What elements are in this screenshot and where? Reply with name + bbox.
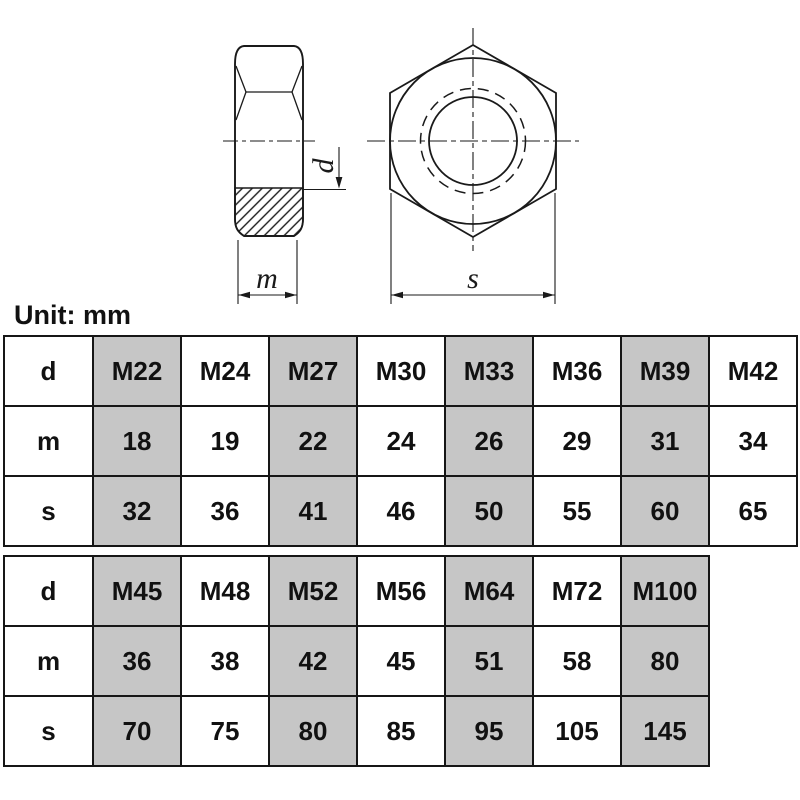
row-header-cell: m — [3, 405, 94, 477]
table-row: s 32 36 41 46 50 55 60 65 — [3, 475, 798, 547]
table-cell: 95 — [444, 695, 534, 767]
dimension-s: s — [390, 193, 556, 304]
table-cell: M27 — [268, 335, 358, 407]
table-cell: 65 — [708, 475, 798, 547]
table-cell: 51 — [444, 625, 534, 697]
d-arrowhead-icon — [335, 177, 343, 189]
table-cell: 31 — [620, 405, 710, 477]
row-header-cell: m — [3, 625, 94, 697]
table-cell: 105 — [532, 695, 622, 767]
row-header-cell: d — [3, 335, 94, 407]
m-label: m — [256, 262, 278, 295]
table-cell: M39 — [620, 335, 710, 407]
table-cell: 41 — [268, 475, 358, 547]
table-cell: M36 — [532, 335, 622, 407]
table-cell: M64 — [444, 555, 534, 627]
spec-table-2: d M45 M48 M52 M56 M64 M72 M100 m 36 38 4… — [3, 555, 710, 767]
table-row: s 70 75 80 85 95 105 145 — [3, 695, 710, 767]
table-row: m 18 19 22 24 26 29 31 34 — [3, 405, 798, 477]
table-cell: 80 — [268, 695, 358, 767]
table-cell: 24 — [356, 405, 446, 477]
table-cell: M56 — [356, 555, 446, 627]
table-cell: M52 — [268, 555, 358, 627]
table-cell: 145 — [620, 695, 710, 767]
table-cell: M45 — [92, 555, 182, 627]
table-cell: 36 — [92, 625, 182, 697]
front-view — [367, 28, 579, 251]
table-cell: 32 — [92, 475, 182, 547]
m-extension-lines — [237, 240, 298, 304]
table-cell: 34 — [708, 405, 798, 477]
table-cell: M72 — [532, 555, 622, 627]
table-cell: 75 — [180, 695, 270, 767]
table-cell: 29 — [532, 405, 622, 477]
dimension-d: d — [303, 147, 346, 191]
s-extension-lines — [390, 193, 556, 304]
chamfer-circle — [389, 57, 557, 225]
table-cell: M30 — [356, 335, 446, 407]
hexagon-outline — [389, 43, 557, 239]
table-cell: 45 — [356, 625, 446, 697]
table-cell: 22 — [268, 405, 358, 477]
table-row: d M22 M24 M27 M30 M33 M36 M39 M42 — [3, 335, 798, 407]
row-header-cell: s — [3, 475, 94, 547]
section-hatch — [234, 187, 304, 237]
s-arrowhead-right-icon — [543, 291, 555, 299]
table-row: d M45 M48 M52 M56 M64 M72 M100 — [3, 555, 710, 627]
table-cell: 26 — [444, 405, 534, 477]
side-view — [223, 45, 315, 237]
m-arrowhead-right-icon — [285, 291, 297, 299]
table-cell: M100 — [620, 555, 710, 627]
table-cell: 46 — [356, 475, 446, 547]
row-header-cell: s — [3, 695, 94, 767]
d-label: d — [307, 158, 340, 174]
chamfer-lines — [235, 65, 303, 121]
dimension-m: m — [237, 240, 298, 304]
m-arrowhead-left-icon — [238, 291, 250, 299]
thread-circle-dashed — [419, 87, 527, 195]
table-cell: 58 — [532, 625, 622, 697]
unit-label: Unit: mm — [14, 300, 131, 330]
spec-table-1: d M22 M24 M27 M30 M33 M36 M39 M42 m 18 1… — [3, 335, 798, 547]
s-label: s — [467, 262, 479, 295]
table-cell: 42 — [268, 625, 358, 697]
table-cell: M33 — [444, 335, 534, 407]
hole-circle — [428, 96, 518, 186]
table-cell: 70 — [92, 695, 182, 767]
table-cell: 60 — [620, 475, 710, 547]
table-cell: 85 — [356, 695, 446, 767]
table-cell: M24 — [180, 335, 270, 407]
table-cell: M22 — [92, 335, 182, 407]
table-cell: 18 — [92, 405, 182, 477]
s-arrowhead-left-icon — [391, 291, 403, 299]
row-header-cell: d — [3, 555, 94, 627]
table-cell: 36 — [180, 475, 270, 547]
table-cell: M48 — [180, 555, 270, 627]
table-row: m 36 38 42 45 51 58 80 — [3, 625, 710, 697]
table-cell: M42 — [708, 335, 798, 407]
table-cell: 55 — [532, 475, 622, 547]
table-cell: 38 — [180, 625, 270, 697]
technical-drawing: d m s — [223, 28, 579, 304]
table-cell: 50 — [444, 475, 534, 547]
table-cell: 80 — [620, 625, 710, 697]
table-cell: 19 — [180, 405, 270, 477]
